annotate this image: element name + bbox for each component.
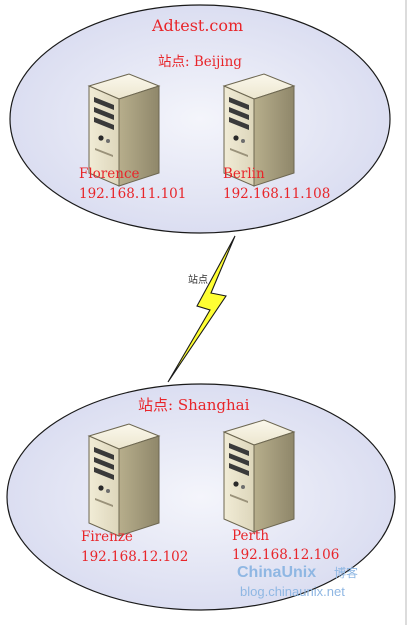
site-beijing-ellipse	[9, 4, 391, 234]
watermark-brand: ChinaUnix	[237, 564, 316, 581]
server-firenze-name: Firenze	[81, 529, 133, 545]
watermark-url: blog.chinaunix.net	[240, 584, 345, 599]
domain-title: Adtest.com	[151, 16, 243, 35]
watermark-brand-suffix: 博客	[334, 565, 358, 580]
server-florence-name: Florence	[79, 166, 140, 182]
server-perth-ip: 192.168.12.106	[232, 547, 339, 563]
site-beijing-label: 站点: Beijing	[158, 54, 242, 70]
wan-link-label: 站点	[188, 273, 208, 286]
server-berlin-ip: 192.168.11.108	[223, 186, 330, 202]
site-shanghai-label: 站点: Shanghai	[138, 396, 250, 414]
server-firenze-icon	[88, 423, 160, 537]
server-berlin-name: Berlin	[223, 166, 265, 182]
server-perth-name: Perth	[232, 528, 269, 544]
server-perth-icon	[223, 419, 295, 533]
wan-link-lightning-icon	[167, 235, 236, 383]
server-florence-ip: 192.168.11.101	[79, 186, 186, 202]
server-firenze-ip: 192.168.12.102	[81, 549, 188, 565]
